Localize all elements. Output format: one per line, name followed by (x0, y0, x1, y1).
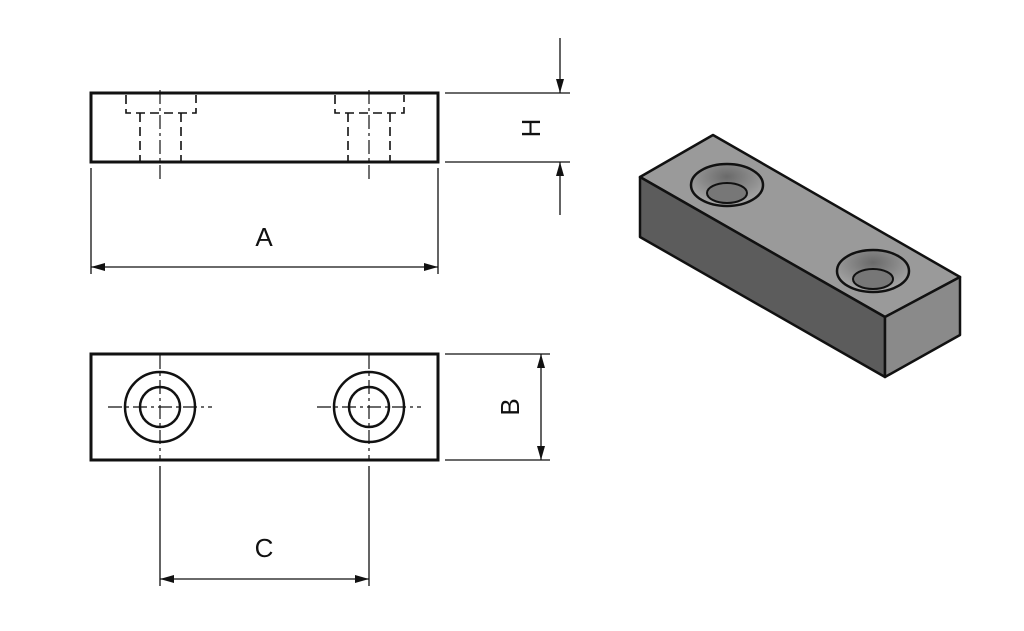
center-lines-top (108, 355, 421, 459)
top-view-outline (89, 352, 440, 462)
hidden-lines-hole-right (334, 95, 405, 162)
dimension-c-label: C (255, 533, 274, 563)
dimension-a-label: A (255, 222, 273, 252)
iso-hole-right (835, 248, 911, 294)
dimension-h (445, 38, 570, 215)
dimension-b-label: B (495, 398, 525, 415)
dimension-h-label: H (516, 119, 546, 138)
hidden-lines-hole-left (125, 95, 197, 162)
dimension-b (445, 353, 550, 461)
front-view-outline (89, 91, 440, 164)
isometric-view (638, 133, 962, 379)
center-lines-front (159, 90, 370, 180)
iso-hole-left (689, 162, 765, 208)
iso-end-face (883, 275, 962, 379)
top-view (89, 352, 440, 462)
dimension-a (90, 168, 439, 274)
front-view (89, 90, 440, 180)
dimension-c (159, 466, 370, 586)
